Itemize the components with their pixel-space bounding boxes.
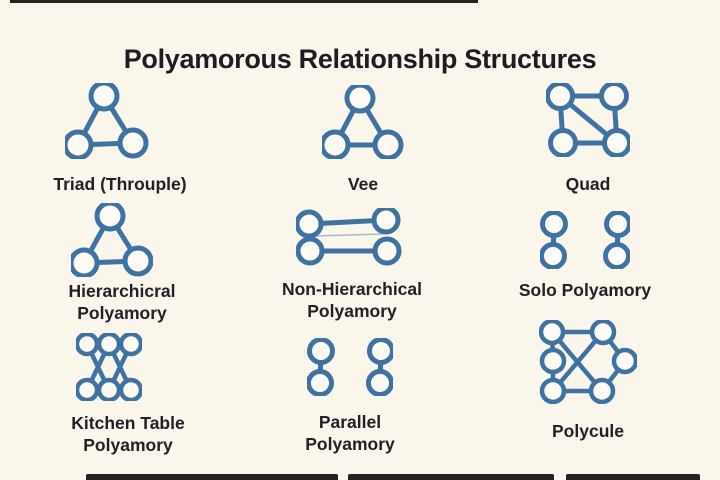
square-diagonal-network-icon	[546, 83, 630, 157]
parallel-bars-network-icon	[296, 208, 402, 266]
triangle-network-icon	[322, 85, 404, 159]
diagram-cell-triad: Triad (Throuple)	[20, 83, 220, 195]
triangle-network-icon	[71, 203, 153, 277]
diagram-cell-quad: Quad	[488, 83, 688, 195]
diagram-label: Polycule	[552, 421, 624, 441]
diagram-cell-solo: Solo Polyamory	[485, 211, 685, 301]
diagram-cell-polycule: Polycule	[488, 320, 688, 442]
cropped-content-strip-bottom	[86, 474, 338, 480]
page-title: Polyamorous Relationship Structures	[123, 44, 597, 75]
triangle-network-icon	[65, 83, 149, 159]
two-pairs-icon	[307, 338, 393, 396]
diagram-label: Triad (Throuple)	[53, 174, 187, 194]
diagram-label: Solo Polyamory	[518, 280, 652, 300]
hexagon-network-icon	[539, 320, 637, 404]
cropped-content-strip-top	[10, 0, 478, 3]
diagram-label: Quad	[565, 174, 611, 194]
diagram-label: Vee	[347, 174, 379, 194]
two-pairs-icon	[540, 211, 630, 269]
cropped-content-strip-bottom	[566, 474, 700, 480]
cropped-content-strip-bottom	[348, 474, 554, 480]
crossing-grid-network-icon	[76, 333, 142, 401]
diagram-cell-vee: Vee	[263, 85, 463, 195]
